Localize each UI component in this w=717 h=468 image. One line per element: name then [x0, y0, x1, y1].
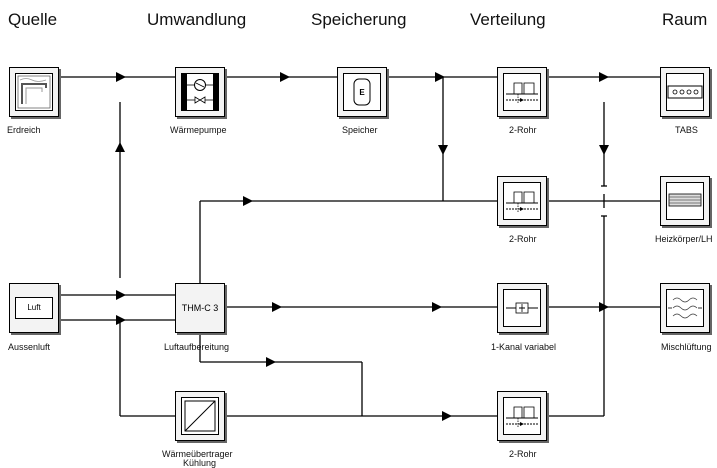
erdreich-box[interactable]	[9, 67, 59, 117]
earth-icon	[15, 73, 53, 111]
duct-icon	[503, 289, 541, 327]
kanal-box[interactable]	[497, 283, 547, 333]
radiator-icon	[666, 182, 704, 220]
tabs-label: TABS	[675, 125, 698, 135]
header-raum: Raum	[662, 10, 708, 29]
header-quelle: Quelle	[8, 10, 58, 29]
tabs-box[interactable]	[660, 67, 710, 117]
two-pipe-icon	[503, 182, 541, 220]
heizkoerper-label: Heizkörper/LH	[655, 234, 713, 244]
crossing-marks	[601, 185, 607, 217]
waermepumpe-label: Wärmepumpe	[170, 125, 227, 135]
air-icon: Luft	[15, 297, 53, 319]
speicher-label: Speicher	[342, 125, 378, 135]
two-pipe-icon	[503, 73, 541, 111]
heat-exchanger-icon	[181, 397, 219, 435]
rohr-2-label: 2-Rohr	[509, 234, 537, 244]
rohr-3-box[interactable]	[497, 391, 547, 441]
kanal-label: 1-Kanal variabel	[491, 342, 557, 352]
tabs-ceiling-icon	[666, 73, 704, 111]
heizkoerper-box[interactable]	[660, 176, 710, 226]
aussenluft-box[interactable]: Luft	[9, 283, 59, 333]
waermeuebertrager-label-line1: Wärmeübertrager	[162, 449, 233, 459]
luftaufbereitung-symbol: THM-C 3	[181, 303, 219, 313]
mischlueftung-label: Mischlüftung	[661, 342, 712, 352]
aussenluft-symbol: Luft	[27, 303, 41, 312]
speicher-symbol: E	[359, 88, 365, 97]
flow-arrows	[115, 72, 609, 421]
rohr-1-box[interactable]	[497, 67, 547, 117]
rohr-1-label: 2-Rohr	[509, 125, 537, 135]
waermeuebertrager-label-line2: Kühlung	[183, 458, 217, 468]
luftaufbereitung-box[interactable]: THM-C 3	[175, 283, 225, 333]
aussenluft-label: Aussenluft	[8, 342, 51, 352]
header-verteilung: Verteilung	[470, 10, 546, 29]
rohr-3-label: 2-Rohr	[509, 449, 537, 459]
rohr-2-box[interactable]	[497, 176, 547, 226]
mischlueftung-box[interactable]	[660, 283, 710, 333]
waermepumpe-box[interactable]	[175, 67, 225, 117]
two-pipe-icon	[503, 397, 541, 435]
mixing-ventilation-icon	[666, 289, 704, 327]
header-umwandlung: Umwandlung	[147, 10, 247, 29]
heat-pump-icon	[181, 73, 219, 111]
header-speicherung: Speicherung	[311, 10, 407, 29]
speicher-box[interactable]: E	[337, 67, 387, 117]
erdreich-label: Erdreich	[7, 125, 41, 135]
luftaufbereitung-label: Luftaufbereitung	[164, 342, 230, 352]
waermeuebertrager-box[interactable]	[175, 391, 225, 441]
storage-tank-icon: E	[343, 73, 381, 111]
